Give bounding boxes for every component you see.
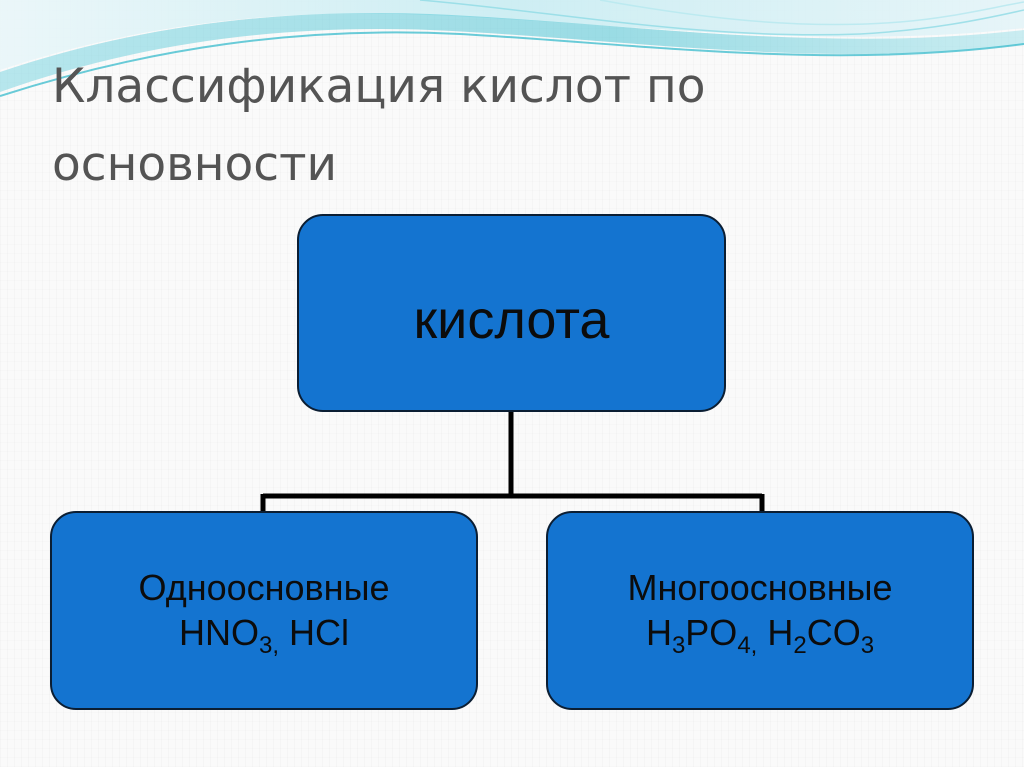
slide-title: Классификация кислот по основности — [52, 48, 952, 204]
node-acid: кислота — [297, 214, 726, 412]
wave-line-thin-2 — [599, 0, 1024, 26]
formula-h2co3-sub-o: 3 — [860, 631, 875, 659]
formula-hcl: HCl — [289, 611, 350, 653]
wave-band-light — [0, 0, 1024, 70]
formula-h3po4-po: PO — [685, 611, 738, 653]
node-polybasic-formulas: H3PO4, H2CO3 — [645, 610, 875, 659]
wave-line-accent — [0, 31, 1024, 97]
decorative-waves — [0, 0, 1024, 97]
slide-title-line-1: Классификация кислот по — [52, 59, 706, 114]
wave-band-mid — [0, 12, 1024, 92]
formula-hno3-subscript: 3, — [258, 631, 279, 659]
node-monobasic-formulas: HNO3, HCl — [178, 610, 350, 659]
formula-h2co3-h: H — [767, 611, 794, 653]
node-polybasic: Многоосновные H3PO4, H2CO3 — [546, 511, 974, 710]
node-acid-label: кислота — [413, 290, 610, 350]
node-monobasic-label: Одноосновные — [138, 566, 390, 608]
formula-h3po4-h: H — [645, 611, 672, 653]
wave-line-thin — [419, 0, 1024, 36]
formula-h3po4-sub-o: 4, — [737, 631, 758, 659]
formula-h2co3-co: CO — [806, 611, 861, 653]
node-polybasic-label: Многоосновные — [627, 566, 893, 608]
formula-separator — [757, 612, 767, 653]
formula-hno3-main: HNO — [178, 611, 259, 653]
node-monobasic: Одноосновные HNO3, HCl — [50, 511, 478, 710]
formula-separator — [279, 612, 289, 653]
formula-h2co3-sub-h: 2 — [793, 631, 807, 659]
formula-h3po4-sub-h: 3 — [671, 631, 686, 659]
slide-title-line-2: основности — [52, 137, 338, 192]
